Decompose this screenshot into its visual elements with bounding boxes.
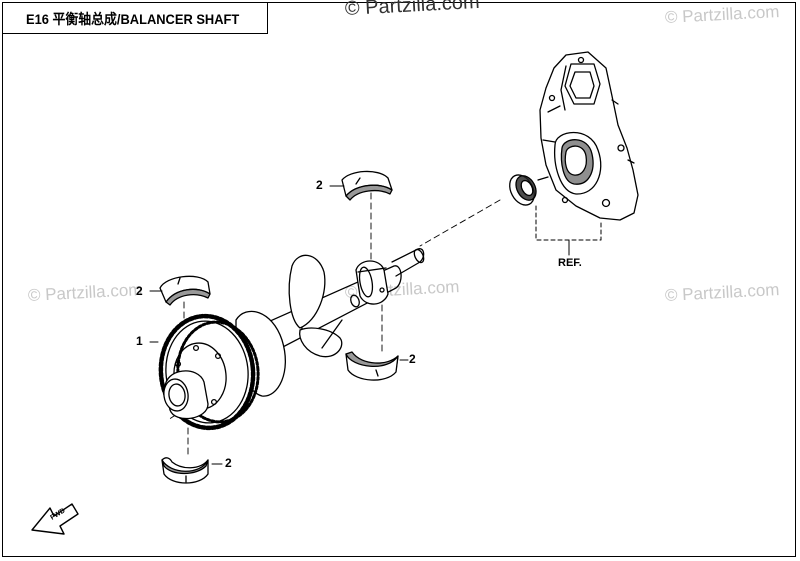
callout-2-left-shell: 2 [136, 284, 143, 298]
leader-lines [149, 185, 409, 465]
bearing-shell-bottom [161, 457, 209, 484]
oil-seal [509, 174, 549, 206]
title-box: E16 平衡轴总成/BALANCER SHAFT [2, 2, 268, 34]
diagram-title: E16 平衡轴总成/BALANCER SHAFT [26, 11, 240, 27]
ref-label: REF. [558, 257, 582, 269]
ref-bracket [535, 205, 602, 256]
bearing-shell-center-lower [345, 351, 399, 381]
balancer-gear [158, 313, 260, 431]
balancer-shaft [235, 248, 425, 397]
callout-2-bottom-shell: 2 [225, 456, 232, 470]
callout-2-upper-shell: 2 [316, 178, 323, 192]
bearing-shell-left-upper [159, 275, 211, 306]
fwd-arrow [31, 503, 79, 535]
callout-1-gear: 1 [136, 334, 143, 348]
callout-2-center-shell: 2 [409, 352, 416, 366]
case-cover [539, 51, 639, 221]
bearing-shell-upper-center [341, 170, 393, 201]
